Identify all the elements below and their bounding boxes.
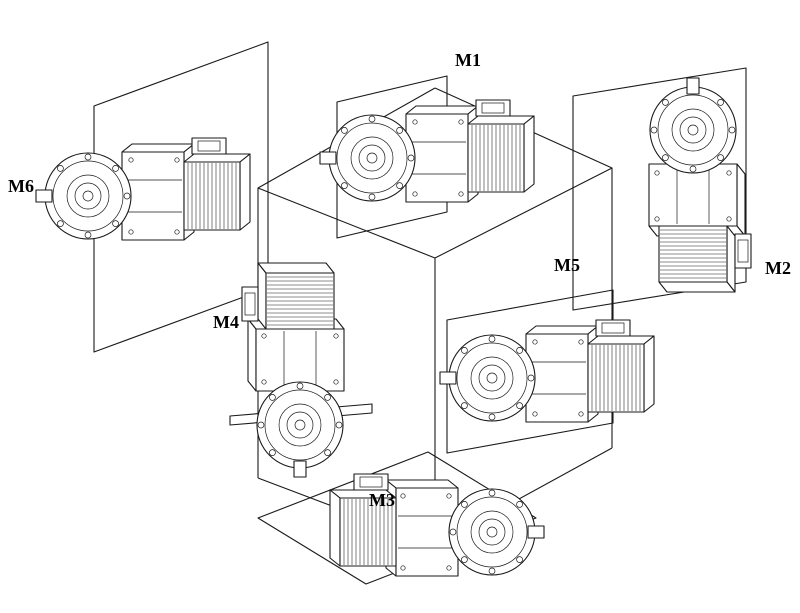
label-m3: M3 xyxy=(369,490,395,510)
gearmotor-m1 xyxy=(319,99,535,203)
label-m2: M2 xyxy=(765,258,791,278)
gearmotor-m6 xyxy=(35,137,251,241)
label-m6: M6 xyxy=(8,176,34,196)
gearmotor-m3 xyxy=(329,473,545,577)
label-m4: M4 xyxy=(213,312,239,332)
label-m5: M5 xyxy=(554,255,580,275)
gearmotor-m4 xyxy=(241,262,345,478)
gearmotor-m2 xyxy=(648,77,752,293)
mounting-plane-m5 xyxy=(446,289,614,454)
gearmotor-m5 xyxy=(439,319,655,423)
mounting-plane-m2 xyxy=(572,67,747,311)
mounting-plane-m1 xyxy=(336,75,448,239)
orientation-cube xyxy=(257,87,613,546)
label-m1: M1 xyxy=(455,50,481,70)
